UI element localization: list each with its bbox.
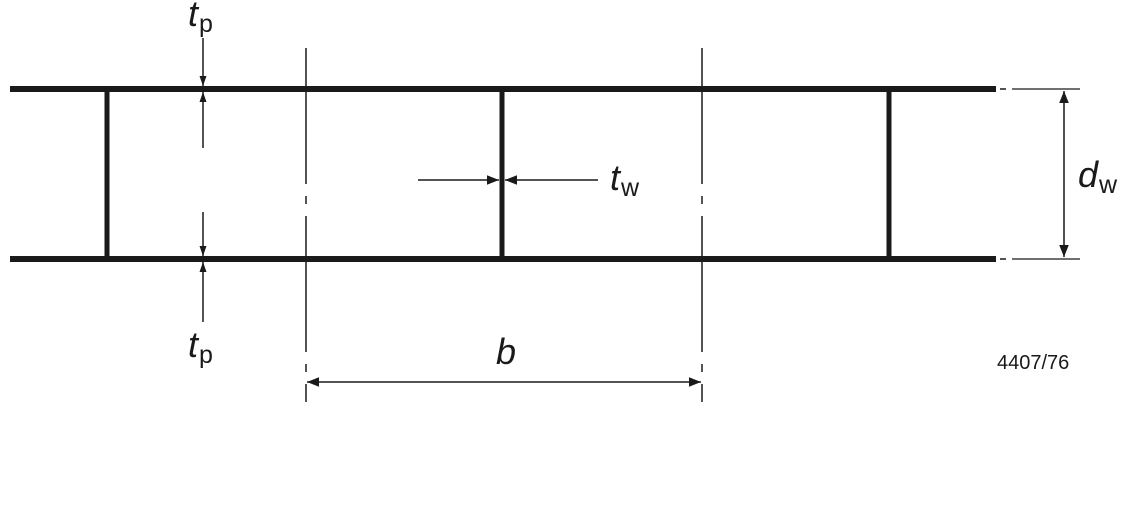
label-tp-bottom: tp [188,324,213,369]
label-dw: dw [1078,154,1118,199]
label-tp-top: tp [188,0,213,38]
label-tw: tw [610,157,640,202]
figure-code: 4407/76 [997,352,1069,374]
label-b: b [496,331,516,372]
